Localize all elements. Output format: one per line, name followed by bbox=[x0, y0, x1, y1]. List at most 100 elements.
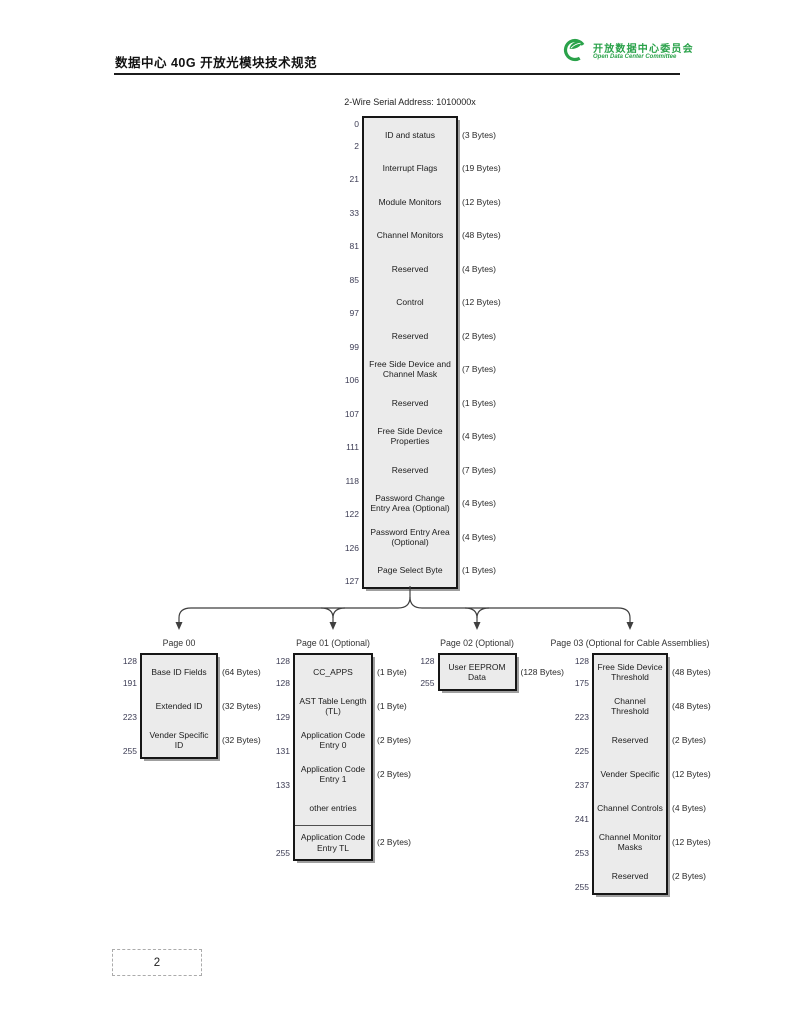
byte-count-label: (1 Byte) bbox=[377, 701, 407, 711]
offset-label: 133 bbox=[275, 780, 290, 790]
memory-row: Module Monitors bbox=[364, 185, 456, 219]
memory-row: CC_APPS bbox=[295, 655, 371, 689]
offset-label: 131 bbox=[275, 746, 290, 756]
memory-row-label: Reserved bbox=[391, 464, 429, 475]
offset-label: 128 bbox=[574, 656, 589, 666]
memory-row-label: Application Code Entry 1 bbox=[300, 763, 366, 784]
memory-row-label: Channel Controls bbox=[597, 802, 663, 813]
byte-count-label: (19 Bytes) bbox=[462, 163, 501, 174]
offset-label: 241 bbox=[574, 814, 589, 824]
memory-row-label: Free Side Device and Channel Mask bbox=[369, 359, 451, 380]
memory-row: Reserved bbox=[364, 252, 456, 286]
byte-count-label: (2 Bytes) bbox=[462, 330, 497, 341]
byte-count-label: (7 Bytes) bbox=[462, 364, 497, 375]
offset-label: 223 bbox=[122, 712, 137, 722]
odcc-logo: 开放数据中心委员会 Open Data Center Committee bbox=[562, 35, 693, 69]
byte-count-label: (48 Bytes) bbox=[462, 230, 501, 241]
offset-label: 255 bbox=[574, 882, 589, 892]
memory-row: Application Code Entry TL bbox=[295, 825, 371, 859]
page-02-title: Page 02 (Optional) bbox=[440, 638, 514, 648]
byte-count-label: (4 Bytes) bbox=[462, 263, 497, 274]
byte-count-label: (1 Bytes) bbox=[462, 397, 497, 408]
serial-address-label: 2-Wire Serial Address: 1010000x bbox=[344, 97, 476, 107]
offset-label: 223 bbox=[574, 712, 589, 722]
offset-label: 253 bbox=[574, 848, 589, 858]
memory-row-label: Vender Specific bbox=[600, 768, 660, 779]
memory-row-label: Interrupt Flags bbox=[382, 163, 438, 174]
logo-name-en: Open Data Center Committee bbox=[593, 54, 677, 60]
page-03-title: Page 03 (Optional for Cable Assemblies) bbox=[550, 638, 710, 648]
memory-row-label: CC_APPS bbox=[313, 666, 353, 677]
byte-count-label: (7 Bytes) bbox=[462, 464, 497, 475]
memory-row: Free Side Device Properties bbox=[364, 420, 456, 454]
memory-row: Reserved bbox=[364, 319, 456, 353]
memory-row-label: Application Code Entry TL bbox=[300, 832, 366, 853]
memory-row: Application Code Entry 0 bbox=[295, 723, 371, 757]
memory-row: ID and status bbox=[364, 118, 456, 152]
header-rule bbox=[114, 73, 680, 75]
offset-label: 225 bbox=[574, 746, 589, 756]
byte-count-label: (1 Byte) bbox=[377, 667, 407, 677]
offset-label: 128 bbox=[275, 656, 290, 666]
byte-count-label: (48 Bytes) bbox=[672, 701, 711, 711]
offset-label: 237 bbox=[574, 780, 589, 790]
memory-row-label: Reserved bbox=[611, 870, 649, 881]
byte-count-label: (48 Bytes) bbox=[672, 667, 711, 677]
memory-row: Reserved bbox=[594, 723, 666, 757]
memory-row-label: Channel Threshold bbox=[611, 695, 649, 716]
document-title: 数据中心 40G 开放光模块技术规范 bbox=[115, 56, 318, 70]
memory-row-label: Extended ID bbox=[155, 700, 203, 711]
memory-row: Password Entry Area (Optional) bbox=[364, 520, 456, 554]
memory-row: Free Side Device and Channel Mask bbox=[364, 353, 456, 387]
memory-row: Reserved bbox=[364, 386, 456, 420]
memory-row: Application Code Entry 1 bbox=[295, 757, 371, 791]
memory-row-label: Reserved bbox=[391, 263, 429, 274]
byte-count-label: (4 Bytes) bbox=[462, 431, 497, 442]
memory-row: Password Change Entry Area (Optional) bbox=[364, 487, 456, 521]
offset-label: 129 bbox=[275, 712, 290, 722]
offset-label: 99 bbox=[349, 341, 359, 352]
memory-row: Vender Specific bbox=[594, 757, 666, 791]
byte-count-label: (12 Bytes) bbox=[672, 837, 711, 847]
offset-label: 255 bbox=[420, 678, 435, 688]
memory-row: Free Side Device Threshold bbox=[594, 655, 666, 689]
offset-label: 128 bbox=[122, 656, 137, 666]
offset-label: 128 bbox=[275, 678, 290, 688]
offset-label: 81 bbox=[349, 241, 359, 251]
memory-row-label: Password Entry Area (Optional) bbox=[370, 526, 450, 547]
offset-label: 128 bbox=[420, 656, 435, 666]
memory-row-label: Vender Specific ID bbox=[149, 729, 209, 750]
byte-count-label: (3 Bytes) bbox=[462, 129, 497, 140]
memory-row-label: Control bbox=[396, 297, 424, 308]
offset-label: 0 bbox=[354, 119, 359, 129]
byte-count-label: (128 Bytes) bbox=[520, 667, 564, 677]
memory-row: Channel Controls bbox=[594, 791, 666, 825]
memory-row-label: Password Change Entry Area (Optional) bbox=[370, 493, 450, 514]
memory-row: Channel Threshold bbox=[594, 689, 666, 723]
memory-row-label: Reserved bbox=[611, 734, 649, 745]
offset-label: 255 bbox=[122, 746, 137, 756]
page-01-title: Page 01 (Optional) bbox=[296, 638, 370, 648]
offset-label: 111 bbox=[346, 442, 359, 452]
memory-row-label: other entries bbox=[309, 802, 357, 813]
offset-label: 33 bbox=[349, 207, 359, 218]
memory-row: Reserved bbox=[594, 859, 666, 893]
byte-count-label: (12 Bytes) bbox=[462, 196, 501, 207]
memory-row-label: Channel Monitor Masks bbox=[598, 831, 662, 852]
memory-row-label: Free Side Device Threshold bbox=[597, 661, 663, 682]
offset-label: 127 bbox=[344, 576, 359, 586]
byte-count-label: (2 Bytes) bbox=[377, 735, 412, 745]
offset-label: 122 bbox=[344, 509, 359, 519]
memory-row: Channel Monitor Masks bbox=[594, 825, 666, 859]
memory-row: Channel Monitors bbox=[364, 219, 456, 253]
offset-label: 2 bbox=[354, 140, 359, 151]
memory-row: Vender Specific ID bbox=[142, 723, 216, 757]
byte-count-label: (32 Bytes) bbox=[222, 701, 261, 711]
memory-row-label: Base ID Fields bbox=[151, 666, 207, 677]
memory-row-label: Module Monitors bbox=[378, 196, 442, 207]
byte-count-label: (32 Bytes) bbox=[222, 735, 261, 745]
byte-count-label: (4 Bytes) bbox=[462, 531, 497, 542]
